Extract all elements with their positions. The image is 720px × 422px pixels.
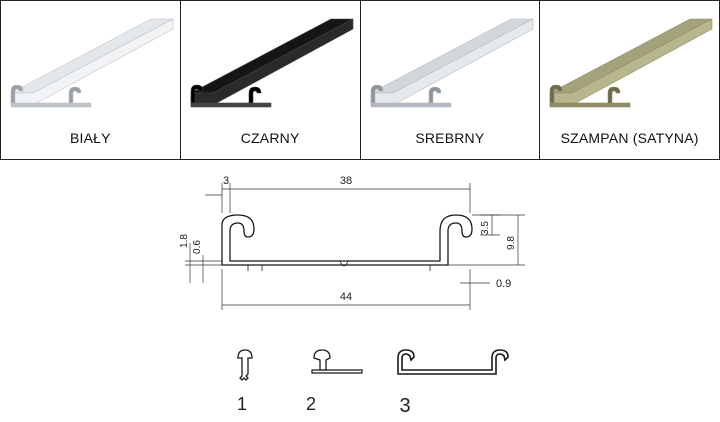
variant-label: CZARNY [240, 130, 300, 146]
parts-legend: 1 2 3 [237, 349, 509, 417]
variant-cell-3[interactable]: SZAMPAN (SATYNA) [540, 1, 719, 159]
dim-0-9-label: 0.9 [496, 278, 511, 290]
profile-base-edge [370, 102, 451, 108]
part-1: 1 [237, 349, 253, 414]
profile-base-edge [10, 102, 92, 108]
variant-profile-image-1 [190, 18, 354, 108]
part-1-label: 1 [237, 394, 247, 414]
dimension-lines [185, 183, 525, 310]
profile-hook-left [190, 84, 204, 106]
part-3: 3 [397, 349, 509, 417]
dimension-drawing: 38 3 3.5 9.8 1.8 0.6 44 0.9 [179, 175, 525, 310]
variant-profile-image-3 [549, 18, 713, 108]
dim-3-label: 3 [223, 175, 229, 187]
profile-front-face [370, 18, 533, 106]
profile-hook-right [428, 86, 441, 106]
variant-label: BIAŁY [70, 130, 111, 146]
variant-label: SZAMPAN (SATYNA) [560, 130, 699, 146]
variant-cell-0[interactable]: BIAŁY [1, 1, 181, 159]
profile-top-surface [550, 18, 713, 94]
profile-hook-right [248, 86, 262, 106]
variant-cell-1[interactable]: CZARNY [181, 1, 361, 159]
variant-label: SREBRNY [415, 130, 485, 146]
dim-3-5-label: 3.5 [480, 221, 491, 235]
profile-front-face [549, 18, 713, 106]
profile-front-face [190, 18, 354, 106]
profile-hook-left [370, 84, 383, 106]
part-2: 2 [306, 349, 363, 414]
profile-hook-right [68, 86, 82, 106]
variant-profile-image-0 [10, 18, 174, 108]
dim-9-8-label: 9.8 [506, 236, 517, 250]
part-2-label: 2 [306, 394, 316, 414]
profile-hook-right [607, 86, 621, 106]
variant-cell-2[interactable]: SREBRNY [361, 1, 541, 159]
profile-top-surface [190, 18, 353, 94]
dim-44-label: 44 [340, 291, 352, 303]
profile-top-surface [10, 18, 174, 94]
profile-base-edge [190, 102, 272, 108]
profile-top-surface [370, 18, 533, 94]
color-variants-row: BIAŁY CZARNY SREBRNY SZAMPAN (SATYN [0, 0, 720, 160]
variant-profile-image-2 [370, 18, 533, 108]
profile-hook-left [549, 84, 563, 106]
dim-38-label: 38 [340, 175, 352, 187]
profile-front-face [10, 18, 174, 106]
dim-1-8-label: 1.8 [179, 234, 190, 248]
profile-base-edge [549, 102, 631, 108]
dim-0-6-label: 0.6 [192, 240, 203, 254]
profile-cross-section [221, 214, 473, 271]
profile-hook-left [10, 84, 24, 106]
part-3-label: 3 [399, 395, 410, 417]
